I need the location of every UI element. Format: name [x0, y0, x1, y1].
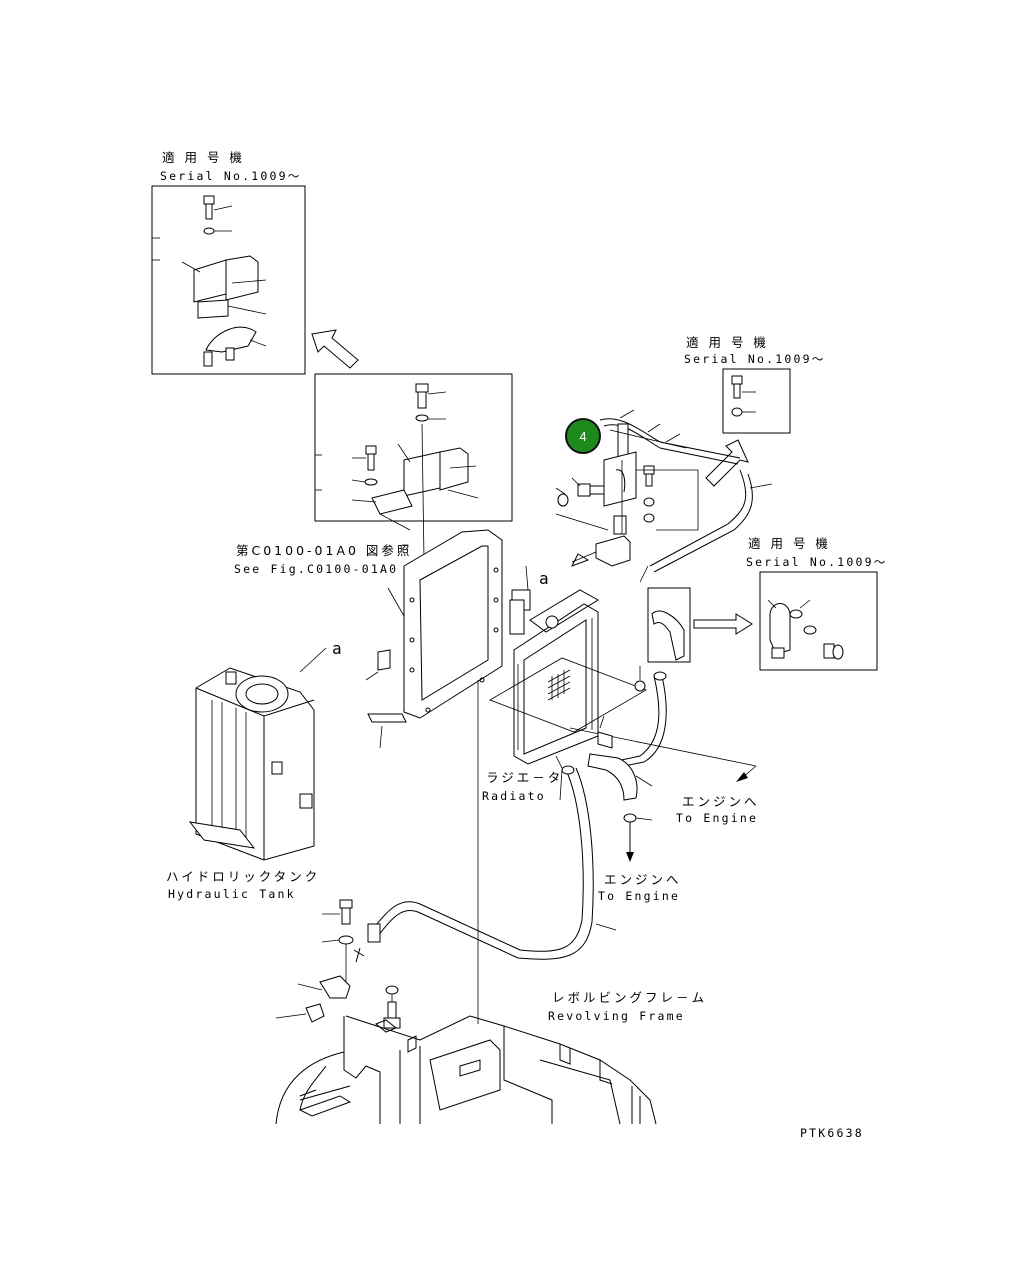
inset-top-left: 適 用 号 機 Serial No.1009～	[151, 150, 306, 375]
flex-hose	[639, 469, 773, 583]
arrow-down-left-icon	[736, 765, 757, 782]
ref-a-label-1: a	[539, 569, 551, 588]
arrow-down-icon	[626, 822, 634, 862]
leader-line	[387, 587, 405, 617]
drawing-code: PTK6638	[800, 1126, 864, 1140]
to-engine-label-jp-1: エンジンへ	[682, 794, 760, 809]
arrow-right-icon	[693, 613, 753, 635]
see-fig-label-en: See Fig.C0100-01A0	[234, 562, 398, 576]
lower-hoses	[367, 715, 653, 960]
elbow-hose	[611, 587, 691, 769]
revolving-frame	[275, 1015, 657, 1125]
radiator-label-jp: ラジエ－タ	[486, 770, 563, 785]
serial-label-jp-2: 適 用 号 機	[686, 335, 769, 350]
callout-4[interactable]: 4	[565, 418, 601, 454]
to-engine-label-en-1: To Engine	[676, 811, 758, 825]
bracket-detail-box	[314, 373, 513, 561]
to-engine-label-en-2: To Engine	[598, 889, 680, 903]
radiator	[489, 589, 757, 767]
ref-a-label-2: a	[332, 639, 344, 658]
revolving-frame-label-jp: レボルビングフレ－ム	[552, 990, 707, 1005]
serial-label-en-2: Serial No.1009～	[684, 352, 825, 366]
inset-top-right	[722, 368, 791, 434]
see-fig-label-jp: 第C0100-01A0 図参照	[236, 543, 412, 558]
shroud-frame	[403, 529, 503, 719]
serial-label-jp-3: 適 用 号 機	[748, 536, 831, 551]
callout-number: 4	[579, 429, 586, 444]
arrow-up-right-icon	[705, 439, 749, 487]
serial-label-en-3: Serial No.1009～	[746, 555, 887, 569]
to-engine-label-jp-2: エンジンへ	[604, 872, 682, 887]
hydraulic-tank-label-jp: ハイドロリックタンク	[166, 869, 320, 884]
revolving-frame-label-en: Revolving Frame	[548, 1009, 685, 1023]
hose-clip-assembly	[555, 409, 741, 567]
serial-label-jp-1: 適 用 号 機	[162, 150, 245, 165]
inset-right	[759, 571, 878, 671]
seal-pads	[365, 565, 531, 749]
drain-parts	[275, 899, 401, 1029]
arrow-up-left-icon	[311, 329, 359, 369]
serial-label-en-1: Serial No.1009～	[160, 169, 301, 183]
hydraulic-tank	[188, 647, 327, 861]
radiator-label-en: Radiato	[482, 789, 546, 803]
hydraulic-tank-label-en: Hydraulic Tank	[168, 887, 296, 901]
